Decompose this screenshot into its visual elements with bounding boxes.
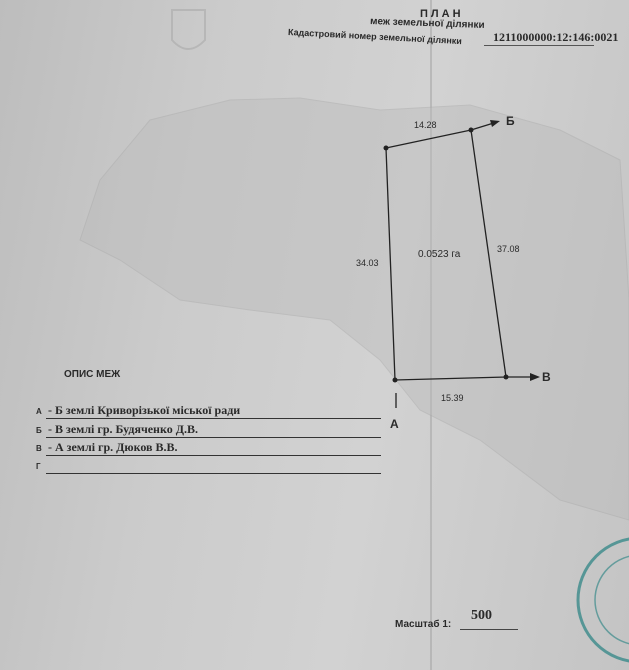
boundary-row: В - А землі гр. Дюков В.В. — [36, 440, 381, 458]
boundary-text: - В землі гр. Будяченко Д.В. — [48, 422, 198, 436]
vertex — [383, 145, 389, 151]
cadastral-underline — [484, 45, 594, 46]
side-bottom-length: 15.39 — [441, 393, 464, 403]
plan-title: ПЛАН — [420, 8, 464, 20]
side-top-length: 14.28 — [414, 120, 437, 130]
plot-area: 0.0523 га — [418, 249, 461, 260]
point-a-label: А — [390, 417, 399, 431]
boundary-letter: Г — [36, 462, 41, 471]
boundary-row: Б - В землі гр. Будяченко Д.В. — [36, 422, 381, 440]
point-v-label: В — [542, 370, 551, 384]
arrow-b-icon — [490, 120, 500, 127]
boundary-letter: В — [36, 444, 42, 453]
boundary-letter: Б — [36, 426, 42, 435]
stamp — [576, 537, 629, 663]
scale-value: 500 — [471, 608, 492, 623]
cadastral-number: 1211000000:12:146:0021 — [493, 30, 619, 44]
side-left-length: 34.03 — [356, 258, 379, 268]
scale-underline — [460, 629, 518, 630]
vertex — [392, 377, 398, 383]
paper-fold — [430, 0, 432, 670]
arrow-v-icon — [530, 373, 540, 381]
coat-of-arms-icon — [171, 9, 206, 50]
point-b-label: Б — [506, 114, 515, 128]
boundary-row: А - Б землі Криворізької міської ради — [36, 403, 381, 421]
scale-label: Масштаб 1: — [395, 619, 452, 630]
boundary-letter: А — [36, 407, 42, 416]
side-right-length: 37.08 — [497, 244, 520, 254]
city-outline — [79, 97, 629, 521]
boundaries-heading: ОПИС МЕЖ — [64, 369, 121, 380]
boundary-row: Г — [36, 458, 381, 476]
boundary-text: - Б землі Криворізької міської ради — [48, 403, 241, 417]
boundary-text: - А землі гр. Дюков В.В. — [48, 440, 178, 454]
